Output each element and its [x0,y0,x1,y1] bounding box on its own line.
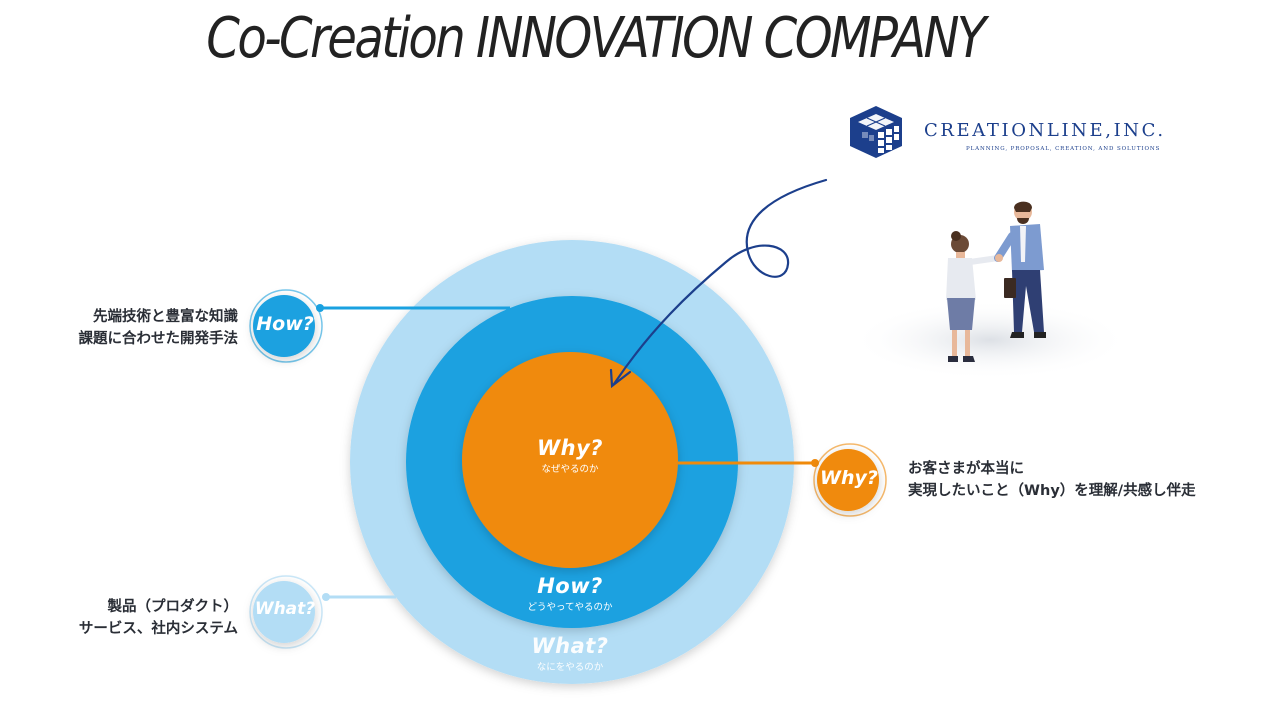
pointer-arrow-icon [609,178,828,389]
cube-logo-icon [850,106,902,158]
why-description-line-2: 実現したいこと（Why）を理解/共感し伴走 [908,483,1196,499]
why-badge-label: Why? [820,467,878,489]
what-badge [249,575,323,649]
how-badge-label: How? [256,313,314,335]
why-badge [813,443,887,517]
logo-name: CREATIONLINE,INC. [924,120,1166,141]
logo-tagline: PLANNING, PROPOSAL, CREATION, AND SOLUTI… [966,146,1161,152]
what-circle-title: What? [531,634,609,658]
what-circle-subtitle: なにをやるのか [536,662,604,673]
page-title: Co-Creation INNOVATION COMPANY [206,6,986,71]
how-circle-label: How? どうやってやるのか [480,574,660,613]
why-inner-circle [462,352,678,568]
how-description-line-2: 課題に合わせた開発手法 [78,331,239,347]
why-description: お客さまが本当に 実現したいこと（Why）を理解/共感し伴走 [908,458,1196,502]
why-circle-subtitle: なぜやるのか [541,464,599,475]
how-badge [249,289,323,363]
what-description-line-1: 製品（プロダクト） [107,599,239,615]
what-badge-label: What? [254,599,316,619]
how-circle-subtitle: どうやってやるのか [527,602,613,613]
why-description-line-1: お客さまが本当に [908,461,1024,477]
what-description: 製品（プロダクト） サービス、社内システム [79,596,238,640]
how-circle-title: How? [537,574,603,598]
handshake-illustration-icon [850,201,1130,380]
what-description-line-2: サービス、社内システム [78,621,238,637]
why-circle-title: Why? [537,436,603,460]
how-description-line-1: 先端技術と豊富な知識 [93,309,238,325]
how-description: 先端技術と豊富な知識 課題に合わせた開発手法 [79,306,239,350]
what-circle-label: What? なにをやるのか [480,634,660,673]
why-circle-label: Why? なぜやるのか [500,436,640,475]
company-logo: CREATIONLINE,INC. PLANNING, PROPOSAL, CR… [848,104,1228,160]
